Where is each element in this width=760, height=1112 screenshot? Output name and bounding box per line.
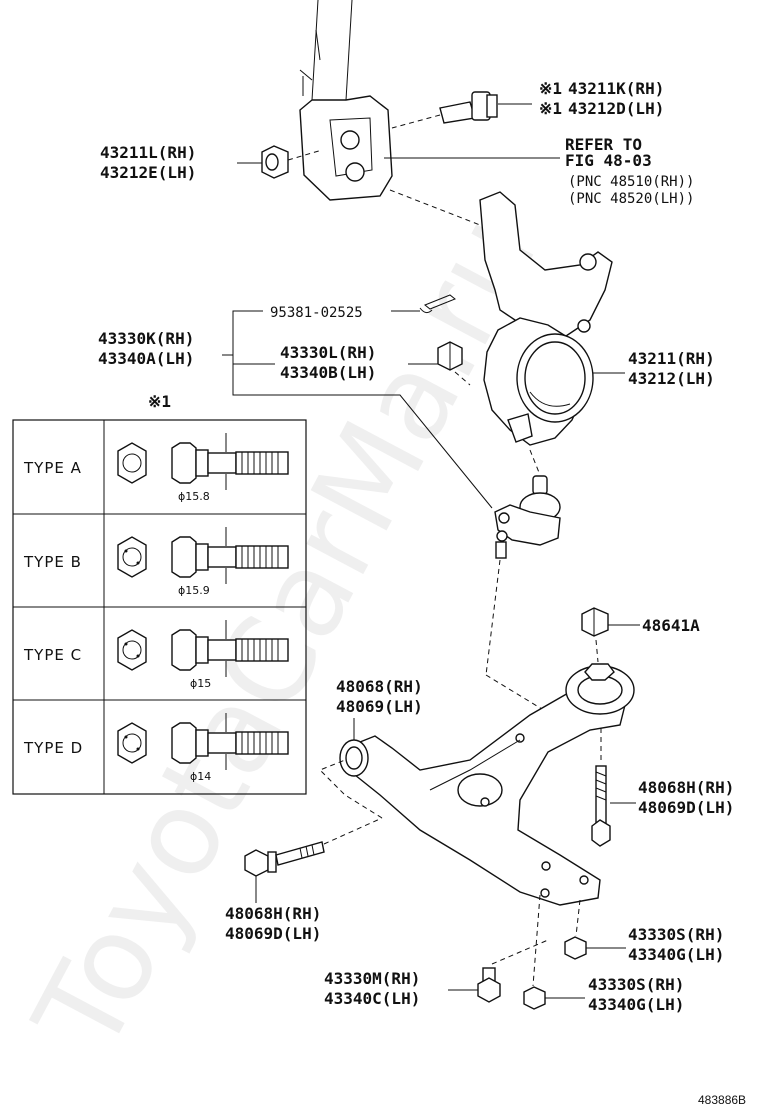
arm-bolt-m: [477, 967, 501, 1003]
steering-knuckle: [479, 191, 613, 446]
label-knuckle-rh: 43211(RH): [628, 349, 715, 368]
label-refer-3: (PNC 48510(RH)): [568, 174, 694, 190]
bolt-mark-lh: ※1: [539, 99, 562, 118]
type-dim: ϕ15: [190, 677, 211, 690]
lower-ball-joint: [494, 449, 561, 559]
label-s2-lh: 43340G(LH): [588, 995, 684, 1014]
type-table-mark: ※1: [148, 392, 171, 411]
type-dim: ϕ14: [190, 770, 211, 783]
type-row-d: TYPE D ϕ14: [23, 713, 289, 783]
strut-assembly: [299, 0, 393, 201]
arm-nut-s2: [523, 986, 546, 1010]
type-row-a: TYPE A ϕ15.8: [23, 433, 289, 503]
bolt-type-table: ※1 TYPE A ϕ15.8 TYPE B: [12, 392, 307, 795]
label-bolt3-rh: 48068H(RH): [225, 904, 321, 923]
label-s2-rh: 43330S(RH): [588, 975, 684, 994]
type-label: TYPE D: [23, 739, 83, 757]
label-knuckle-lh: 43212(LH): [628, 369, 715, 388]
strut-nut: [261, 145, 289, 179]
label-m-rh: 43330M(RH): [324, 969, 420, 988]
ball-joint-nut: [437, 341, 463, 371]
cotter-pin: [419, 294, 456, 314]
label-pin: 95381-02525: [270, 305, 363, 321]
type-dim: ϕ15.9: [178, 584, 210, 597]
label-refer-2: FIG 48-03: [565, 151, 652, 170]
label-arm-rh: 48068(RH): [336, 677, 423, 696]
type-label: TYPE A: [23, 459, 82, 477]
type-row-c: TYPE C ϕ15: [23, 620, 289, 690]
type-row-b: TYPE B ϕ15.9: [23, 527, 289, 597]
label-arm-lh: 48069(LH): [336, 697, 423, 716]
strut-bolt: [439, 91, 498, 124]
label-bolt-lh: 43212D(LH): [568, 99, 664, 118]
label-bolt3-lh: 48069D(LH): [225, 924, 321, 943]
bolt-mark-rh: ※1: [539, 79, 562, 98]
arm-nut-s1: [564, 936, 587, 960]
label-ball-rh: 43330K(RH): [98, 329, 194, 348]
label-bolt2-rh: 48068H(RH): [638, 778, 734, 797]
label-nut3: 48641A: [642, 616, 700, 635]
label-nut-rh: 43211L(RH): [100, 143, 196, 162]
arm-bolt-front: [244, 841, 325, 877]
arm-nut: [581, 607, 609, 637]
label-s1-rh: 43330S(RH): [628, 925, 724, 944]
label-bolt-rh: 43211K(RH): [568, 79, 664, 98]
lower-control-arm: [339, 663, 635, 906]
type-label: TYPE B: [23, 553, 82, 571]
label-s1-lh: 43340G(LH): [628, 945, 724, 964]
label-nut2-lh: 43340B(LH): [280, 363, 376, 382]
label-nut-lh: 43212E(LH): [100, 163, 196, 182]
figure-id: 483886B: [698, 1093, 746, 1107]
type-label: TYPE C: [23, 646, 82, 664]
label-nut2-rh: 43330L(RH): [280, 343, 376, 362]
type-dim: ϕ15.8: [178, 490, 210, 503]
label-refer-1: REFER TO: [565, 135, 642, 154]
arm-bolt-rear: [591, 765, 611, 847]
label-refer-4: (PNC 48520(LH)): [568, 191, 694, 207]
label-m-lh: 43340C(LH): [324, 989, 420, 1008]
label-bolt2-lh: 48069D(LH): [638, 798, 734, 817]
label-ball-lh: 43340A(LH): [98, 349, 194, 368]
